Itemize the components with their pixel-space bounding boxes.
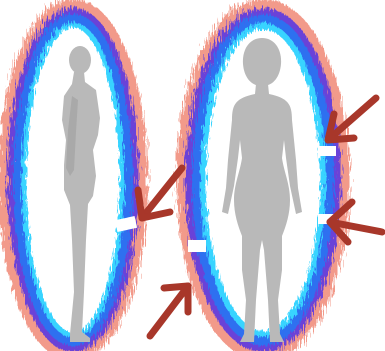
arrow-lower-middle	[150, 286, 188, 336]
